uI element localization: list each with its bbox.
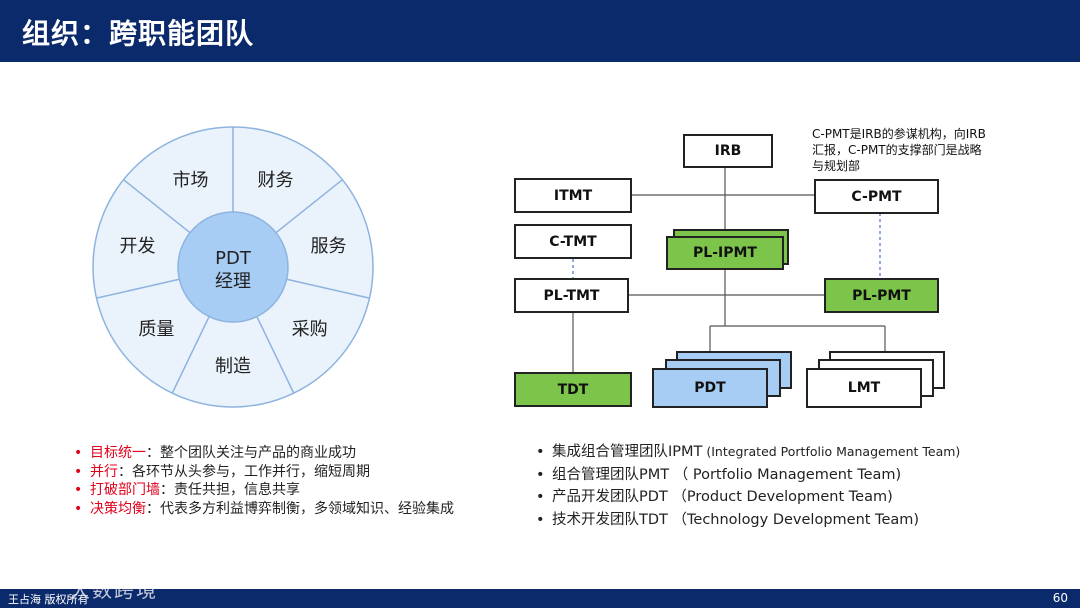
team-type-cn: 产品开发团队PDT: [552, 489, 668, 505]
team-type-item: 产品开发团队PDT （Product Development Team): [534, 486, 1054, 509]
lmt-box: LMT: [806, 368, 922, 408]
itmt-box: ITMT: [514, 178, 632, 213]
center-label-line-2: 经理: [215, 271, 251, 292]
principle-item: 打破部门墙：责任共担，信息共享: [72, 481, 462, 500]
principle-text: ：代表多方利益博弈制衡，多领域知识、经验集成: [146, 500, 454, 517]
header-bar: 组织：跨职能团队: [0, 0, 1080, 62]
wheel-segment-label: 财务: [257, 169, 294, 191]
page-number: 60: [1052, 591, 1068, 605]
cpmt-note: C-PMT是IRB的参谋机构，向IRB汇报，C-PMT的支撑部门是战略与规划部: [812, 127, 986, 173]
center-label-line-1: PDT: [215, 248, 251, 269]
wheel-center-label: PDT 经理: [215, 247, 251, 293]
principle-key: 目标统一: [90, 445, 146, 461]
wheel-segment-label: 采购: [291, 319, 328, 341]
team-type-en: (Integrated Portfolio Management Team): [702, 444, 961, 459]
wheel-segment-label: 开发: [119, 236, 156, 258]
ctmt-box: C-TMT: [514, 224, 632, 259]
wheel-dividers: [96, 127, 370, 394]
wheel-divider: [171, 316, 210, 394]
cpmt-box: C-PMT: [814, 179, 939, 214]
principle-text: ：整个团队关注与产品的商业成功: [146, 445, 356, 461]
principle-item: 并行：各环节从头参与，工作并行，缩短周期: [72, 463, 462, 482]
principle-key: 打破部门墙: [90, 482, 160, 498]
wheel-segment-label: 制造: [215, 356, 251, 377]
copyright-text: 王占海 版权所有: [8, 593, 89, 606]
team-type-item: 组合管理团队PMT （ Portfolio Management Team): [534, 464, 1054, 487]
watermark-text: 大数跨境: [70, 578, 158, 602]
pltmt-box: PL-TMT: [514, 278, 629, 313]
pl-ipmt-box: PL-IPMT: [666, 236, 784, 270]
wheel-center-circle: [177, 211, 289, 323]
principle-key: 决策均衡: [90, 500, 146, 517]
team-type-item: 技术开发团队TDT （Technology Development Team): [534, 509, 1054, 532]
team-wheel-diagram: [92, 126, 374, 408]
team-type-en: （Technology Development Team): [667, 511, 920, 528]
principles-list: 目标统一：整个团队关注与产品的商业成功 并行：各环节从头参与，工作并行，缩短周期…: [72, 444, 462, 518]
irb-box: IRB: [683, 134, 773, 168]
principle-item: 决策均衡：代表多方利益博弈制衡，多领域知识、经验集成: [72, 500, 462, 519]
team-type-en: （Product Development Team): [667, 489, 893, 505]
wheel-segment-label: 服务: [310, 236, 347, 258]
wheel-divider: [123, 179, 191, 234]
team-type-cn: 组合管理团队PMT: [552, 466, 670, 483]
pdt-box: PDT: [652, 368, 768, 408]
team-type-cn: 技术开发团队TDT: [552, 511, 668, 528]
team-type-en: （ Portfolio Management Team): [669, 466, 902, 483]
team-types-list: 集成组合管理团队IPMT (Integrated Portfolio Manag…: [534, 441, 1054, 531]
principle-text: ：责任共担，信息共享: [160, 482, 300, 498]
tdt-box: TDT: [514, 372, 632, 407]
principle-key: 并行: [90, 463, 118, 480]
footer-bar: 王占海 版权所有 60: [0, 589, 1080, 608]
wheel-divider: [96, 278, 180, 299]
principle-item: 目标统一：整个团队关注与产品的商业成功: [72, 444, 462, 463]
pl-pmt-box: PL-PMT: [824, 278, 939, 313]
wheel-divider: [275, 179, 343, 234]
page-title: 组织：跨职能团队: [22, 17, 255, 50]
wheel-divider: [286, 278, 370, 299]
wheel-divider: [256, 316, 295, 394]
wheel-segment-label: 市场: [172, 169, 209, 191]
watermark-logo: K◎◎: [8, 575, 44, 591]
team-type-item: 集成组合管理团队IPMT (Integrated Portfolio Manag…: [534, 441, 1054, 464]
wheel-segment-label: 质量: [138, 319, 175, 341]
principle-text: ：各环节从头参与，工作并行，缩短周期: [118, 463, 370, 480]
team-type-cn: 集成组合管理团队IPMT: [552, 444, 703, 460]
